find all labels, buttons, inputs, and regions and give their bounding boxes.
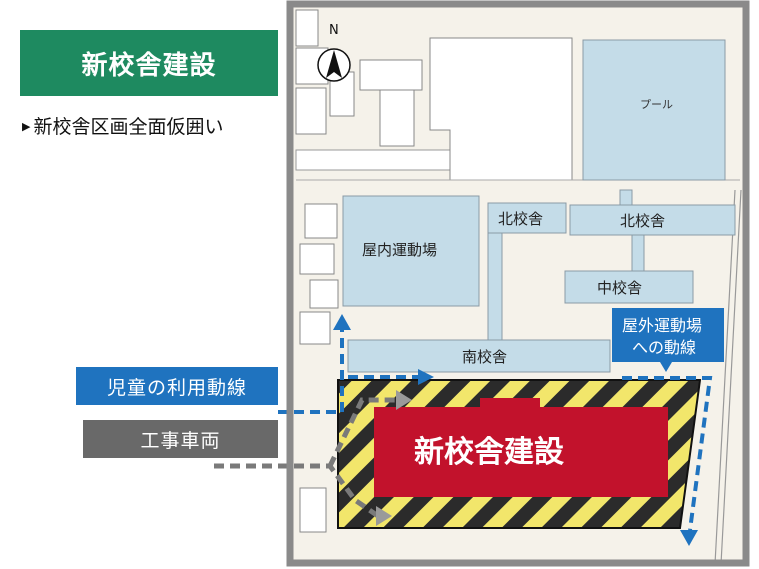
neighborhood-block bbox=[429, 37, 573, 181]
north-building-left-label: 北校舎 bbox=[498, 210, 543, 228]
vehicle-route bbox=[214, 397, 398, 519]
outdoor-route-arrow-down bbox=[680, 530, 698, 546]
outdoor-route-label-line1: 屋外運動場 bbox=[622, 316, 702, 335]
north-building-left bbox=[487, 202, 567, 234]
indoor-gym-label: 屋内運動場 bbox=[362, 241, 437, 259]
vehicle-route-arrow-lower bbox=[376, 506, 392, 526]
subtitle-text: 新校舎区画全面仮囲い bbox=[33, 116, 224, 138]
north-arrow-icon: N bbox=[317, 23, 351, 82]
children-route-arrow-up bbox=[333, 314, 351, 330]
triangle-bullet-icon: ▶ bbox=[22, 120, 31, 133]
outdoor-route-label-line2: への動線 bbox=[632, 338, 696, 357]
north-building-right bbox=[569, 204, 736, 236]
pool bbox=[582, 39, 726, 181]
middle-building bbox=[564, 270, 694, 304]
middle-building-label: 中校舎 bbox=[597, 279, 642, 297]
page-title: 新校舎建設 bbox=[20, 30, 278, 96]
new-building bbox=[374, 398, 668, 497]
legend-children-route: 児童の利用動線 bbox=[76, 367, 278, 405]
children-route bbox=[278, 325, 344, 414]
vehicle-route-arrow-upper bbox=[396, 390, 412, 410]
children-route-arrow-east bbox=[418, 369, 434, 385]
middle-connector bbox=[631, 234, 645, 272]
north-label: N bbox=[329, 23, 339, 38]
north-building-right-label: 北校舎 bbox=[620, 212, 665, 230]
outdoor-route bbox=[622, 376, 713, 531]
legend-construction-vehicles: 工事車両 bbox=[83, 420, 278, 458]
outdoor-route-label-pointer bbox=[660, 362, 672, 372]
outdoor-route-label-box bbox=[612, 308, 724, 362]
pool-label: プール bbox=[640, 98, 673, 111]
map-border bbox=[286, 0, 750, 567]
south-building bbox=[347, 339, 611, 373]
south-building-label: 南校舎 bbox=[462, 348, 507, 366]
north-corridor bbox=[487, 232, 503, 344]
indoor-gym bbox=[342, 195, 480, 307]
rail-line bbox=[714, 189, 742, 565]
new-building-label: 新校舎建設 bbox=[414, 435, 564, 470]
subtitle: ▶新校舎区画全面仮囲い bbox=[22, 112, 223, 139]
north-connector bbox=[619, 189, 633, 206]
